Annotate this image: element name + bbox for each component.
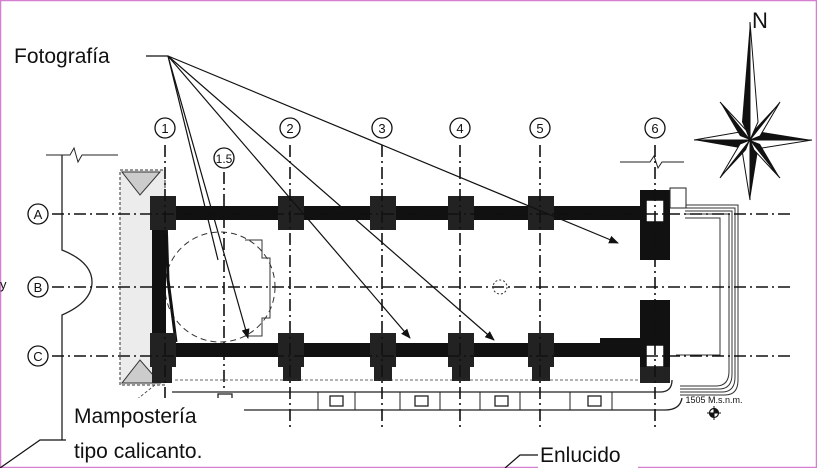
grid-marker-4: 4: [449, 117, 471, 139]
walls: [150, 190, 670, 372]
svg-text:4: 4: [456, 121, 463, 136]
grid-marker-1: 1: [154, 117, 176, 139]
grid-marker-1-5: 1.5: [213, 147, 235, 169]
buttress-blocks: [217, 393, 602, 407]
svg-text:3: 3: [378, 121, 385, 136]
svg-text:5: 5: [536, 121, 543, 136]
pilasters: [150, 196, 554, 367]
edge-letter-y: y: [0, 277, 7, 292]
inner-wall-curve: [164, 217, 178, 343]
break-line-left: [46, 146, 118, 164]
fotografia-label: Fotografía: [14, 45, 110, 68]
label-leaders: [0, 439, 538, 468]
north-label: N: [752, 8, 768, 33]
svg-text:6: 6: [651, 121, 658, 136]
svg-text:1.5: 1.5: [216, 152, 233, 166]
svg-text:C: C: [33, 349, 42, 364]
grid-lines: [52, 145, 790, 430]
center-point-symbol: [492, 279, 508, 295]
grid-marker-b: B: [27, 276, 49, 298]
right-access-lines: [676, 204, 739, 396]
grid-marker-a: A: [27, 203, 49, 225]
grid-marker-5: 5: [529, 117, 551, 139]
mamposteria-label-line1: Mampostería: [74, 405, 197, 428]
break-line-right: [620, 154, 684, 170]
elevation-label: 1505 M.s.n.m.: [685, 395, 742, 405]
enlucido-label: Enlucido: [540, 444, 621, 467]
svg-text:1: 1: [161, 121, 168, 136]
outer-step-edge: [205, 397, 683, 411]
column-markers: 1 1.5 2 3 4 5 6: [154, 117, 666, 169]
apse-outline: [61, 155, 93, 440]
grid-marker-6: 6: [644, 117, 666, 139]
grid-marker-c: C: [27, 345, 49, 367]
north-compass-icon: [693, 21, 813, 201]
svg-text:A: A: [34, 207, 43, 222]
mamposteria-label-line2: tipo calicanto.: [74, 440, 202, 463]
wall-bases: [152, 367, 670, 383]
photo-direction-lines: [146, 55, 619, 341]
altar-outline: [245, 239, 271, 337]
corner-detail-top: [120, 171, 162, 196]
svg-text:B: B: [34, 280, 43, 295]
corner-detail-bottom: [120, 359, 162, 384]
row-markers: A B C: [27, 203, 49, 367]
grid-marker-2: 2: [279, 117, 301, 139]
grid-marker-3: 3: [371, 117, 393, 139]
platform-edge: [172, 379, 673, 393]
elevation-marker-icon: [707, 406, 721, 420]
svg-text:2: 2: [286, 121, 293, 136]
